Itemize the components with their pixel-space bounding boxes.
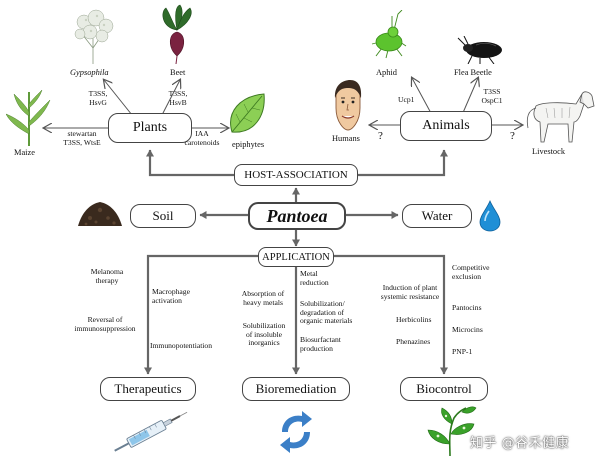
gypsophila-label: Gypsophila [70, 68, 109, 77]
application-hub: APPLICATION [258, 247, 334, 267]
livestock-unknown-mark: ? [510, 130, 515, 142]
microcins-item: Microcins [452, 325, 483, 334]
aphid-label: Aphid [376, 68, 397, 77]
biocontrol-box: Biocontrol [400, 377, 488, 401]
plants-box: Plants [108, 113, 192, 143]
animals-box: Animals [400, 111, 492, 141]
water-drop-icon [479, 200, 501, 232]
pantoea-center: Pantoea [248, 202, 346, 230]
aphid-icon [371, 10, 407, 59]
herbicolins-item: Herbicolins [396, 315, 432, 324]
pnp-item: PNP-1 [452, 347, 473, 356]
beet-plant-icon [162, 4, 192, 64]
maize-label: Maize [14, 148, 35, 157]
human-face-icon [334, 80, 362, 131]
maize-plant-icon [6, 89, 51, 146]
humans-unknown-mark: ? [378, 130, 383, 142]
aphid-factor: Ucp1 [398, 95, 415, 104]
livestock-label: Livestock [532, 147, 566, 156]
pantocins-item: Pantocins [452, 303, 482, 312]
leaf-icon [230, 93, 265, 133]
humans-label: Humans [332, 134, 360, 143]
epiphytes-label: epiphytes [232, 140, 265, 149]
flea-beetle-label: Flea Beetle [454, 68, 492, 77]
host-association-hub: HOST-ASSOCIATION [234, 164, 358, 186]
beet-factors: T3SS,HsvB [168, 89, 188, 107]
immunopotentiation-item: Immunopotentiation [150, 341, 213, 350]
plant-sprig-icon [427, 406, 477, 456]
watermark: 知乎 @谷禾健康 [470, 436, 570, 451]
water-box: Water [402, 204, 472, 228]
recycle-cycle-icon [280, 411, 312, 453]
flea-beetle-icon [457, 36, 502, 64]
horse-livestock-icon [526, 91, 595, 143]
beet-label: Beet [170, 68, 186, 77]
bioremediation-box: Bioremediation [242, 377, 350, 401]
soil-pile-icon [78, 202, 122, 226]
therapeutics-box: Therapeutics [100, 377, 196, 401]
gypsophila-factors: T3SS,HsvG [88, 89, 108, 107]
soil-box: Soil [130, 204, 196, 228]
phenazines-item: Phenazines [396, 337, 431, 346]
syringe-icon [114, 411, 188, 452]
gypsophila-plant-icon [74, 9, 114, 64]
